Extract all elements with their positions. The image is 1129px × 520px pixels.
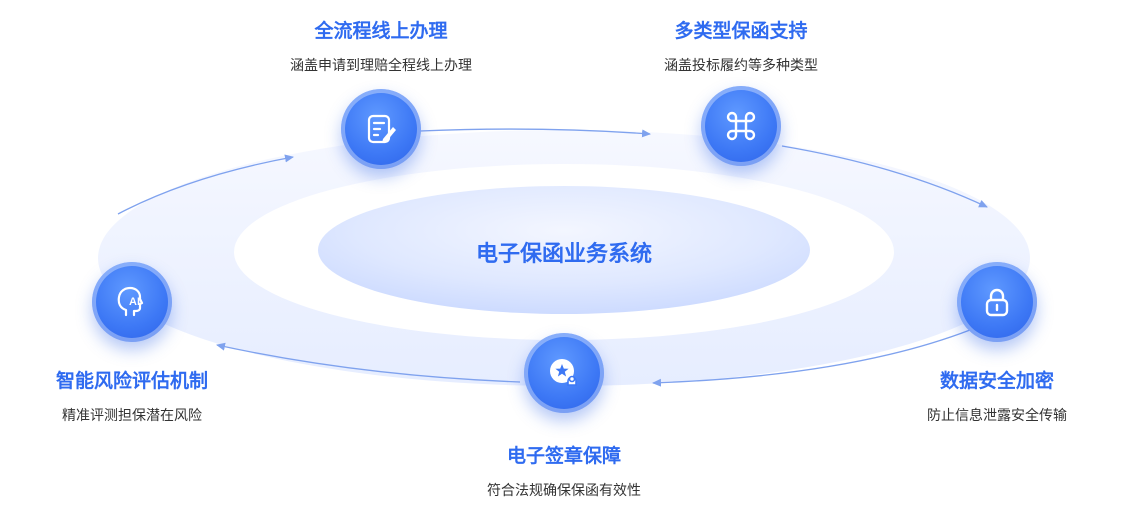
feature-types-label: 多类型保函支持 涵盖投标履约等多种类型 [591,16,891,75]
feature-title: 数据安全加密 [939,370,1054,392]
node-multi-types [701,86,781,166]
node-online-processing [341,89,421,169]
node-ai-risk: AI [92,262,172,342]
arrow-bottom-left [216,342,521,383]
seal-stamp-icon [550,359,577,386]
node-data-security [957,262,1037,342]
feature-security-label: 数据安全加密 防止信息泄露安全传输 [847,366,1129,425]
feature-desc: 涵盖申请到理赔全程线上办理 [290,58,472,74]
ai-head-icon: AI [117,286,144,317]
feature-esign-label: 电子签章保障 符合法规确保保函有效性 [414,441,714,500]
arrow-top-right [781,145,988,208]
feature-title: 智能风险评估机制 [55,370,208,392]
arrow-bottom-right [652,329,971,387]
feature-desc: 涵盖投标履约等多种类型 [664,58,818,74]
arrow-top-left [117,154,294,215]
feature-ai-label: 智能风险评估机制 精准评测担保潜在风险 [0,366,264,425]
lock-icon [985,288,1009,317]
node-e-signature [524,333,604,413]
command-key-icon [726,111,756,141]
feature-online-label: 全流程线上办理 涵盖申请到理赔全程线上办理 [231,16,531,75]
feature-title: 多类型保函支持 [674,20,808,42]
feature-title: 全流程线上办理 [314,20,448,42]
feature-desc: 精准评测担保潜在风险 [62,408,202,424]
svg-text:AI: AI [129,296,140,308]
feature-title: 电子签章保障 [506,445,621,467]
feature-desc: 符合法规确保保函有效性 [487,483,641,499]
edit-document-icon [367,114,396,144]
arrow-top-center [419,128,651,138]
feature-desc: 防止信息泄露安全传输 [927,408,1067,424]
inner-core [318,186,810,314]
center-title: 电子保函业务系统 [475,242,652,267]
